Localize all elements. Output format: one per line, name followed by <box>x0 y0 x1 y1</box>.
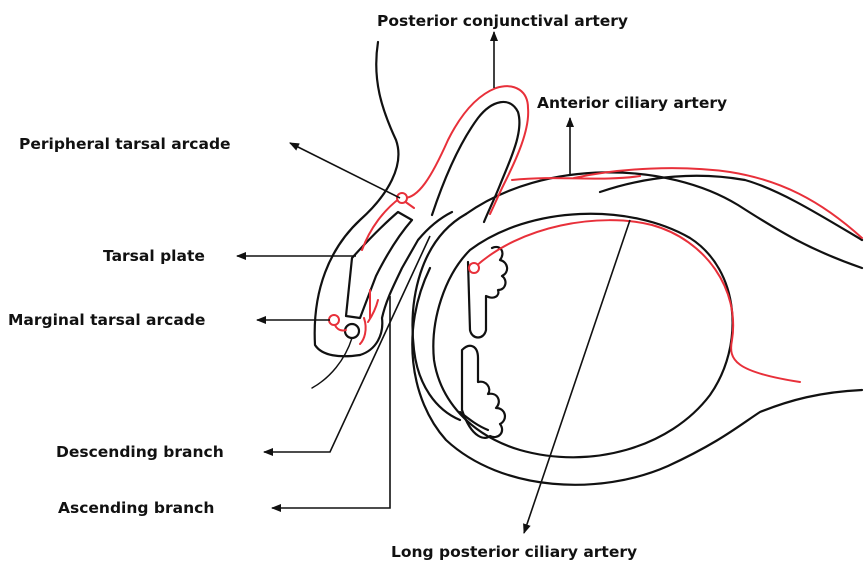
eyelash <box>312 338 352 388</box>
arterial-courses <box>329 86 862 382</box>
cornea <box>413 214 466 420</box>
lower-iris <box>462 346 505 438</box>
eyelid-skin-outline <box>315 42 399 356</box>
label-long-posterior-ciliary-artery: Long posterior ciliary artery <box>391 543 637 561</box>
label-peripheral-tarsal-arcade: Peripheral tarsal arcade <box>19 135 231 153</box>
posterior-conjunctival-artery-path <box>402 86 528 214</box>
tarsal-plate-shape <box>346 212 412 318</box>
peripheral-tarsal-arcade-path <box>362 198 414 250</box>
marginal-arcade-node <box>329 315 339 325</box>
label-tarsal-plate: Tarsal plate <box>103 247 205 265</box>
label-ascending-branch: Ascending branch <box>58 499 214 517</box>
label-marginal-tarsal-arcade: Marginal tarsal arcade <box>8 311 205 329</box>
arrow-descending-branch <box>264 236 430 452</box>
lash-follicle <box>345 324 359 338</box>
upper-iris <box>468 247 507 338</box>
label-posterior-conjunctival-artery: Posterior conjunctival artery <box>377 12 628 30</box>
label-descending-branch: Descending branch <box>56 443 224 461</box>
arrow-peripheral-tarsal <box>290 143 400 198</box>
conjunctival-fornix-outline <box>432 102 519 222</box>
arrow-long-posterior-ciliary <box>524 220 630 533</box>
sclera-outer-lower <box>412 268 862 485</box>
sclera-inner <box>433 214 732 458</box>
sclera-outer <box>466 172 862 268</box>
labels: Posterior conjunctival artery Anterior c… <box>8 12 727 561</box>
label-anterior-ciliary-artery: Anterior ciliary artery <box>537 94 727 112</box>
long-posterior-ciliary-artery-path <box>474 220 800 382</box>
ciliary-node <box>469 263 479 273</box>
arrow-ascending-branch <box>272 296 390 508</box>
